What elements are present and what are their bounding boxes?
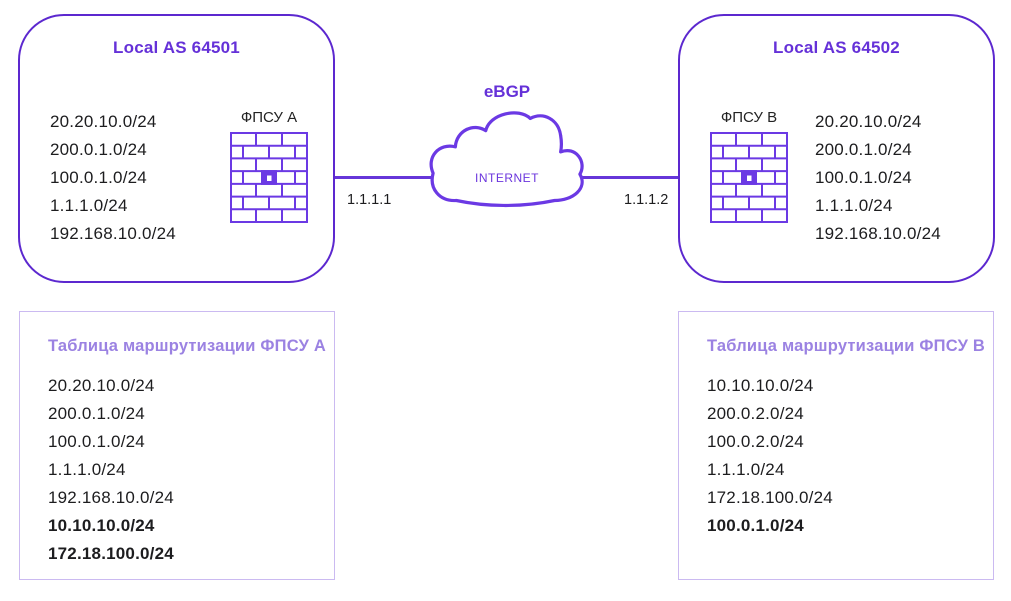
ebgp-label: eBGP [483, 82, 531, 101]
interface-ip-b: 1.1.1.2 [624, 192, 669, 208]
route-item: 10.10.10.0/24 [707, 376, 814, 395]
network-item: 20.20.10.0/24 [50, 112, 157, 131]
network-item: 200.0.1.0/24 [50, 140, 147, 159]
route-item: 20.20.10.0/24 [48, 376, 155, 395]
route-item: 100.0.2.0/24 [707, 432, 804, 451]
route-item: 200.0.2.0/24 [707, 404, 804, 423]
as-box-64502: Local AS 64502 20.20.10.0/24 200.0.1.0/2… [678, 14, 995, 283]
routing-table-a-title: Таблица маршрутизации ФПСУ А [48, 337, 326, 355]
network-list-right: 20.20.10.0/24 200.0.1.0/24 100.0.1.0/24 … [815, 108, 941, 248]
network-item: 1.1.1.0/24 [815, 196, 893, 215]
as-title-left: Local AS 64501 [113, 38, 240, 57]
internet-cloud-icon [429, 111, 584, 208]
as-title-right: Local AS 64502 [773, 38, 900, 57]
firewall-icon-b [710, 132, 788, 223]
network-item: 192.168.10.0/24 [50, 224, 176, 243]
route-item: 1.1.1.0/24 [48, 460, 126, 479]
routing-table-b: Таблица маршрутизации ФПСУ В 10.10.10.0/… [678, 311, 994, 580]
network-item: 1.1.1.0/24 [50, 196, 128, 215]
interface-ip-a: 1.1.1.1 [347, 192, 392, 208]
as-box-64501: Local AS 64501 20.20.10.0/24 200.0.1.0/2… [18, 14, 335, 283]
route-item: 10.10.10.0/24 [48, 516, 155, 535]
link-line-left [307, 176, 445, 179]
network-item: 200.0.1.0/24 [815, 140, 912, 159]
route-item: 100.0.1.0/24 [707, 516, 804, 535]
route-item: 172.18.100.0/24 [48, 544, 174, 563]
cloud-label: INTERNET [475, 171, 539, 185]
network-item: 100.0.1.0/24 [815, 168, 912, 187]
route-item: 192.168.10.0/24 [48, 488, 174, 507]
route-item: 172.18.100.0/24 [707, 488, 833, 507]
link-line-right [573, 176, 712, 179]
routing-table-a: Таблица маршрутизации ФПСУ А 20.20.10.0/… [19, 311, 335, 580]
firewall-label-a: ФПСУ А [240, 109, 298, 126]
route-item: 1.1.1.0/24 [707, 460, 785, 479]
network-list-left: 20.20.10.0/24 200.0.1.0/24 100.0.1.0/24 … [50, 108, 176, 248]
route-item: 200.0.1.0/24 [48, 404, 145, 423]
network-item: 20.20.10.0/24 [815, 112, 922, 131]
routing-table-b-title: Таблица маршрутизации ФПСУ В [707, 337, 985, 355]
network-item: 100.0.1.0/24 [50, 168, 147, 187]
network-item: 192.168.10.0/24 [815, 224, 941, 243]
routing-table-b-list: 10.10.10.0/24 200.0.2.0/24 100.0.2.0/24 … [707, 372, 833, 540]
routing-table-a-list: 20.20.10.0/24 200.0.1.0/24 100.0.1.0/24 … [48, 372, 174, 568]
route-item: 100.0.1.0/24 [48, 432, 145, 451]
firewall-icon-a [230, 132, 308, 223]
firewall-label-b: ФПСУ В [720, 109, 778, 126]
